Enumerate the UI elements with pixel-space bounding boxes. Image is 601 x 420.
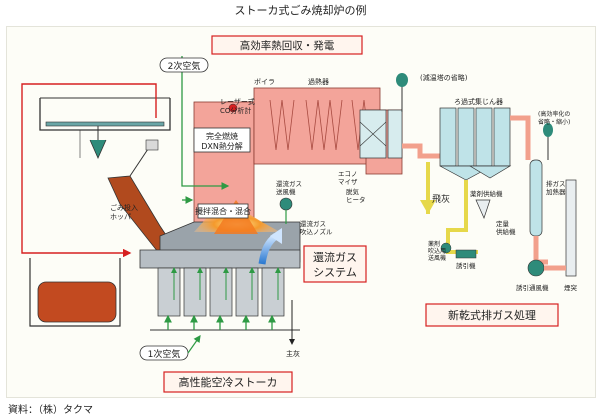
- label-hopper-1: ごみ投入: [110, 203, 138, 212]
- label-heater-2: ヒータ: [346, 195, 366, 204]
- label-eco-2: マイザ: [338, 178, 358, 186]
- label-box-stoker: [163, 371, 293, 393]
- label-stoker: 高性能空冷ストーカ: [179, 375, 278, 389]
- label-chem-3: 送風機: [428, 254, 446, 262]
- label-temp-reduce: (減温塔の省略): [420, 73, 468, 82]
- bag-filter: [439, 107, 512, 181]
- recirc-blower: [279, 197, 293, 211]
- label-induced-fan: 誘引通風機: [516, 283, 549, 292]
- label-recirc-air-1: 還流ガス: [300, 219, 326, 228]
- waste-bunker: [39, 97, 171, 159]
- label-box-recirc: [303, 245, 367, 283]
- label-box-high-efficiency: [211, 35, 363, 55]
- label-chimney: 煙突: [564, 283, 578, 292]
- label-gas-treatment: 新乾式排ガス処理: [448, 308, 536, 322]
- label-chem-2: 吹込用: [428, 247, 446, 255]
- feed-control-line: [21, 83, 157, 258]
- label-boiler: ボイラ: [254, 78, 275, 86]
- label-mix-1: 完全燃焼: [206, 131, 238, 141]
- label-hopper-2: ホッパ: [110, 213, 131, 221]
- label-lime-2: 供給機: [496, 227, 516, 236]
- label-fly-ash: 飛灰: [432, 193, 450, 205]
- stoker-grate: [139, 249, 301, 331]
- label-chimney-1: 排ガス: [546, 179, 566, 188]
- label-ash: 主灰: [286, 349, 300, 358]
- label-stir: 攪拌混合・混合: [195, 206, 251, 216]
- label-mix-2: DXN熱分解: [201, 141, 243, 151]
- stir-box: [197, 203, 249, 219]
- label-recirc-blower-1: 還流ガス: [276, 179, 302, 188]
- label-lime-1: 定量: [496, 219, 510, 228]
- label-additive: 薬剤供給機: [470, 189, 503, 198]
- additive-hopper: [475, 199, 491, 219]
- label-box-secondary-air: [159, 57, 209, 73]
- label-chimney-2: 加熱器: [546, 187, 566, 196]
- label-chem-1: 薬剤: [428, 240, 440, 248]
- label-recirc-blower-2: 送風機: [276, 187, 296, 196]
- label-primary-air: 1次空気: [148, 348, 181, 360]
- label-eco-1: エコノ: [338, 170, 358, 178]
- label-laser-1: レーザー式: [220, 97, 255, 106]
- label-recirc-1: 還流ガス: [313, 250, 357, 264]
- label-laser-2: CO分析計: [220, 106, 251, 115]
- label-recirc-2: システム: [313, 266, 357, 279]
- label-box-gas-treatment: [425, 303, 559, 327]
- induced-fan: [527, 259, 545, 277]
- combustion-box: [193, 127, 251, 153]
- secondary-air-line: [181, 56, 230, 190]
- label-superheater: 過熱器: [308, 77, 329, 86]
- label-stack-2: 省略・縮小): [538, 118, 570, 126]
- label-filter: ろ過式集じん器: [454, 97, 503, 106]
- flue-gas-heater: [529, 159, 543, 237]
- source-credit: 資料：（株）タクマ: [8, 405, 93, 416]
- label-stack-1: (高効率化の: [538, 110, 570, 118]
- label-secondary-air: 2次空気: [168, 60, 201, 72]
- label-recirc-air-2: 吹込ノズル: [300, 227, 333, 236]
- diagram-title: ストーカ式ごみ焼却炉の例: [234, 4, 367, 17]
- waste-pit: [29, 258, 121, 327]
- flue-duct: [402, 143, 440, 159]
- diagram-frame: [6, 26, 596, 398]
- economizer: [359, 109, 403, 159]
- chimney: [565, 179, 577, 277]
- label-heater-1: 脱気: [346, 187, 360, 196]
- label-high-efficiency: 高効率熱回収・発電: [240, 39, 335, 52]
- label-blower-sm: 誘引機: [456, 261, 476, 270]
